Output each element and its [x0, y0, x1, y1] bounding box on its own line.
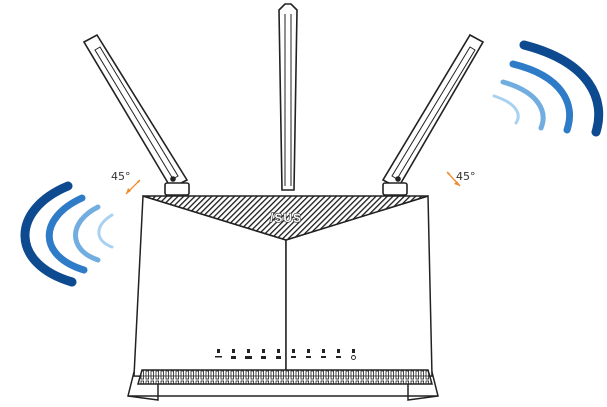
angle-indicator-right: 45°: [446, 170, 476, 187]
antenna-center: [278, 3, 298, 191]
lan-icon: [245, 349, 252, 359]
wave-arc: [20, 181, 77, 287]
bottom-vent-strip: [137, 369, 433, 385]
wave-arc: [73, 204, 101, 263]
router-body: [127, 194, 439, 401]
wave-arc: [45, 194, 88, 274]
angle-label-left: 45°: [111, 170, 131, 183]
status-led-bar: [215, 349, 356, 360]
lan-icon: [261, 349, 266, 359]
wave-arc: [519, 40, 604, 137]
wave-arc: [500, 79, 546, 131]
wifi-24-icon: [321, 349, 326, 358]
top-vent-surface: [142, 195, 429, 241]
usb-icon: [306, 349, 311, 358]
antenna-left: [82, 33, 190, 196]
wave-arc: [492, 94, 520, 125]
wps-icon: [291, 349, 296, 358]
internet-icon: [351, 349, 356, 360]
brand-logo: /SUS: [270, 211, 302, 225]
angle-label-right: 45°: [456, 170, 476, 183]
wave-arc: [509, 60, 574, 134]
lan-icon: [276, 349, 281, 359]
signal-waves-left: [20, 181, 114, 287]
wave-arc: [97, 213, 114, 249]
antenna-right: [381, 33, 485, 196]
power-icon: [215, 349, 222, 358]
signal-waves-right: [492, 40, 604, 137]
wan-icon: [231, 349, 236, 359]
angle-indicator-left: 45°: [111, 170, 141, 195]
wifi-5-icon: [336, 349, 341, 358]
